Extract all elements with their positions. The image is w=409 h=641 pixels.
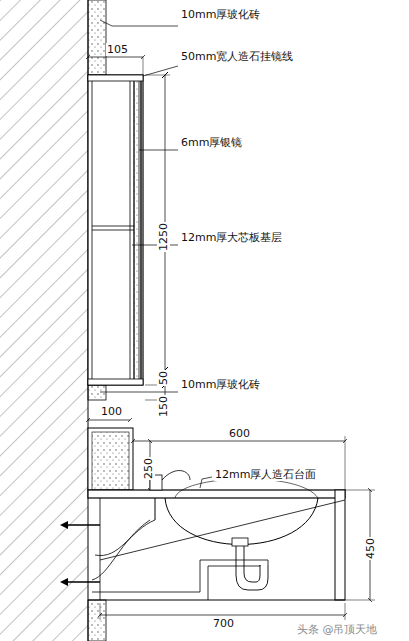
watermark: 头条 @吊顶天地 bbox=[296, 623, 379, 636]
material-note: 10mm厚玻化砖 bbox=[180, 8, 261, 21]
dimension: 105 bbox=[106, 43, 129, 56]
material-note: 50mm宽人造石挂镜线 bbox=[180, 50, 294, 63]
dimension: 700 bbox=[212, 617, 235, 630]
material-note: 6mm厚银镜 bbox=[180, 136, 243, 149]
material-note: 12mm厚人造石台面 bbox=[214, 468, 317, 481]
dimension: 100 bbox=[100, 405, 123, 418]
dimension: 250 bbox=[142, 457, 155, 480]
dimension: 150 bbox=[157, 395, 170, 418]
dimension: 1250 bbox=[157, 222, 170, 252]
dimension: 450 bbox=[364, 537, 377, 560]
material-note: 12mm厚大芯板基层 bbox=[180, 231, 283, 244]
dimension: 600 bbox=[228, 427, 251, 440]
material-note: 10mm厚玻化砖 bbox=[180, 378, 261, 391]
dimension: 50 bbox=[157, 370, 170, 386]
